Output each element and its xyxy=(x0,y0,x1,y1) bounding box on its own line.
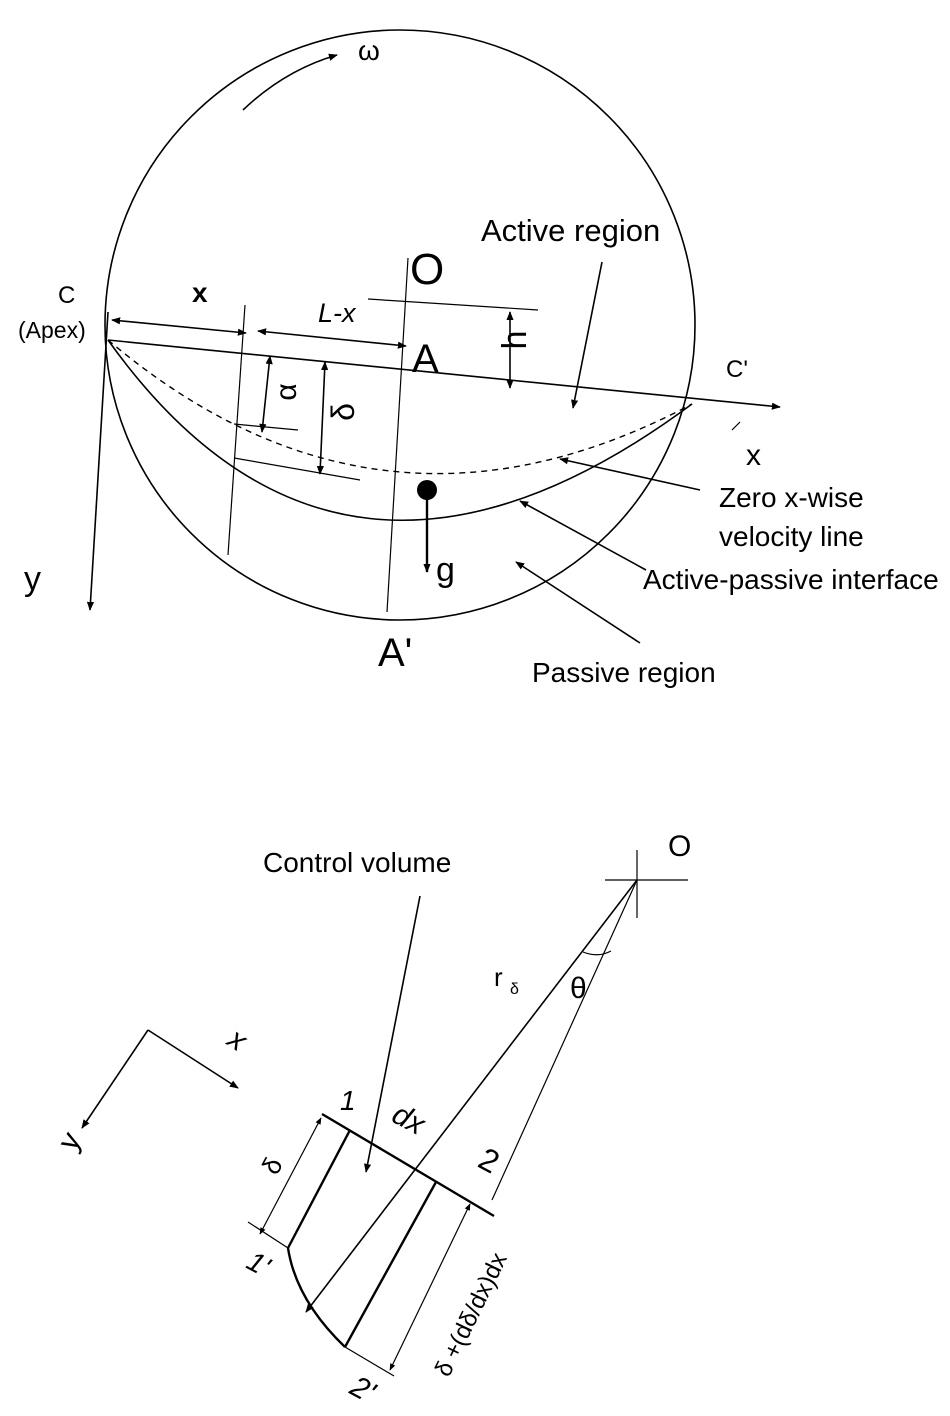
zero-velocity-pointer xyxy=(559,457,701,491)
o-horizontal-line xyxy=(367,298,539,311)
theta-arc xyxy=(582,950,612,956)
station-two-label: 2 xyxy=(473,1140,506,1180)
control-volume-label: Control volume xyxy=(263,847,451,878)
local-y-label: y xyxy=(52,1127,88,1156)
local-x-label: x xyxy=(220,1021,253,1058)
slice-line-x xyxy=(227,304,246,556)
delta-extension-bottom xyxy=(247,1221,289,1249)
free-surface-x-axis xyxy=(107,339,781,410)
alpha-label: α xyxy=(270,383,303,400)
zero-velocity-line xyxy=(107,339,693,475)
local-y-axis xyxy=(81,1029,149,1129)
local-x-axis xyxy=(147,1029,239,1089)
centerline-a-a-prime xyxy=(386,257,409,613)
g-label: g xyxy=(436,551,455,589)
o-to-two-line xyxy=(491,879,638,1201)
x-axis-tick xyxy=(731,421,741,431)
drum-circle xyxy=(104,29,696,621)
center-of-mass-dot xyxy=(417,480,437,500)
x-dimension-arrow xyxy=(111,317,247,336)
rotation-arrow xyxy=(242,53,338,111)
delta-expression-dimension xyxy=(389,1203,471,1371)
dx-label: dx xyxy=(387,1098,431,1142)
apex-label: (Apex) xyxy=(18,317,86,343)
cv-left-face xyxy=(286,1129,352,1249)
a-prime-label: A' xyxy=(378,631,412,675)
o-point-label: O xyxy=(668,830,691,863)
theta-label: θ xyxy=(570,972,587,1005)
cv-bottom-curve xyxy=(286,1247,346,1348)
l-minus-x-dimension-arrow xyxy=(257,328,407,349)
active-passive-interface-curve xyxy=(107,339,693,521)
interface-pointer xyxy=(519,500,647,571)
delta-dimension-arrow xyxy=(316,361,329,475)
x-dimension-label: x xyxy=(192,277,208,308)
delta-label: δ xyxy=(325,403,361,421)
alpha-tick-line xyxy=(233,423,299,431)
control-volume-pointer xyxy=(364,895,421,1173)
station-one-label: 1 xyxy=(340,1085,356,1116)
c-prime-label: C' xyxy=(726,356,748,383)
o-center-label: O xyxy=(410,245,444,294)
l-minus-x-label: L-x xyxy=(318,298,357,328)
a-label: A xyxy=(412,337,439,381)
active-region-pointer xyxy=(571,261,603,409)
delta-tick-line xyxy=(233,457,361,481)
r-subscript: δ xyxy=(510,981,519,998)
cv-right-face xyxy=(343,1181,438,1348)
delta-left-label: δ xyxy=(255,1152,288,1179)
delta-expression-label: δ +(dδ/dx)dx xyxy=(430,1249,513,1381)
passive-region-label: Passive region xyxy=(532,657,716,688)
alpha-dimension-arrow xyxy=(259,355,273,433)
top-figure: ω x C' y C (Apex) x L-x O A h xyxy=(18,29,939,688)
delta-left-dimension xyxy=(259,1117,322,1235)
r-label: r xyxy=(494,962,503,992)
y-axis xyxy=(86,311,109,611)
omega-label: ω xyxy=(358,35,380,66)
station-two-prime-label: 2' xyxy=(344,1369,381,1410)
h-label: h xyxy=(496,331,534,350)
interface-label: Active-passive interface xyxy=(643,564,939,595)
x-axis-label: x xyxy=(746,439,761,472)
radius-line xyxy=(305,879,638,1313)
y-axis-label: y xyxy=(24,560,41,598)
bottom-figure: O Control volume r δ θ x y δ δ +(dδ xyxy=(52,830,692,1410)
active-region-label: Active region xyxy=(481,213,660,248)
station-one-prime-label: 1' xyxy=(242,1245,276,1283)
passive-region-pointer xyxy=(515,561,641,644)
zero-velocity-label-line2: velocity line xyxy=(719,521,864,552)
expr-extension-bottom xyxy=(344,1346,395,1377)
c-label: C xyxy=(58,282,75,309)
zero-velocity-label-line1: Zero x-wise xyxy=(719,482,864,513)
